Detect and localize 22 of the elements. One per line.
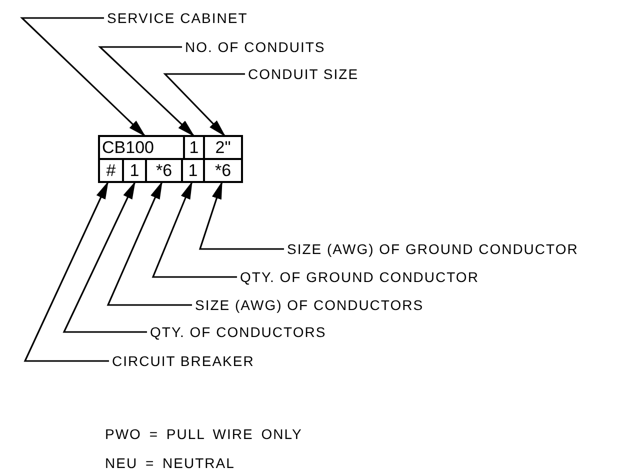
table-cell: 2" — [203, 135, 243, 160]
leader-line — [106, 181, 192, 306]
table-cell: *6 — [203, 158, 243, 183]
callout-label: SERVICE CABINET — [107, 10, 248, 26]
leader-line — [20, 17, 146, 137]
callout-label: QTY. OF CONDUCTORS — [150, 324, 326, 340]
leader-line — [198, 181, 284, 250]
leader-line — [24, 181, 109, 362]
note-text: PWO = PULL WIRE ONLY — [105, 426, 302, 442]
callout-label: SIZE (AWG) OF GROUND CONDUCTOR — [287, 241, 578, 257]
leader-line — [152, 181, 237, 278]
callout-label: NO. OF CONDUITS — [185, 39, 326, 55]
callout-label: CONDUIT SIZE — [248, 66, 359, 82]
note-text: NEU = NEUTRAL — [105, 455, 235, 471]
leader-line — [163, 73, 245, 137]
callout-label: CIRCUIT BREAKER — [112, 353, 254, 369]
table-cell: CB100 — [98, 135, 185, 160]
table-cell: # — [98, 158, 124, 183]
callout-label: SIZE (AWG) OF CONDUCTORS — [195, 297, 424, 313]
callout-label: QTY. OF GROUND CONDUCTOR — [240, 269, 479, 285]
leader-line — [62, 181, 147, 333]
leader-line — [98, 46, 195, 137]
